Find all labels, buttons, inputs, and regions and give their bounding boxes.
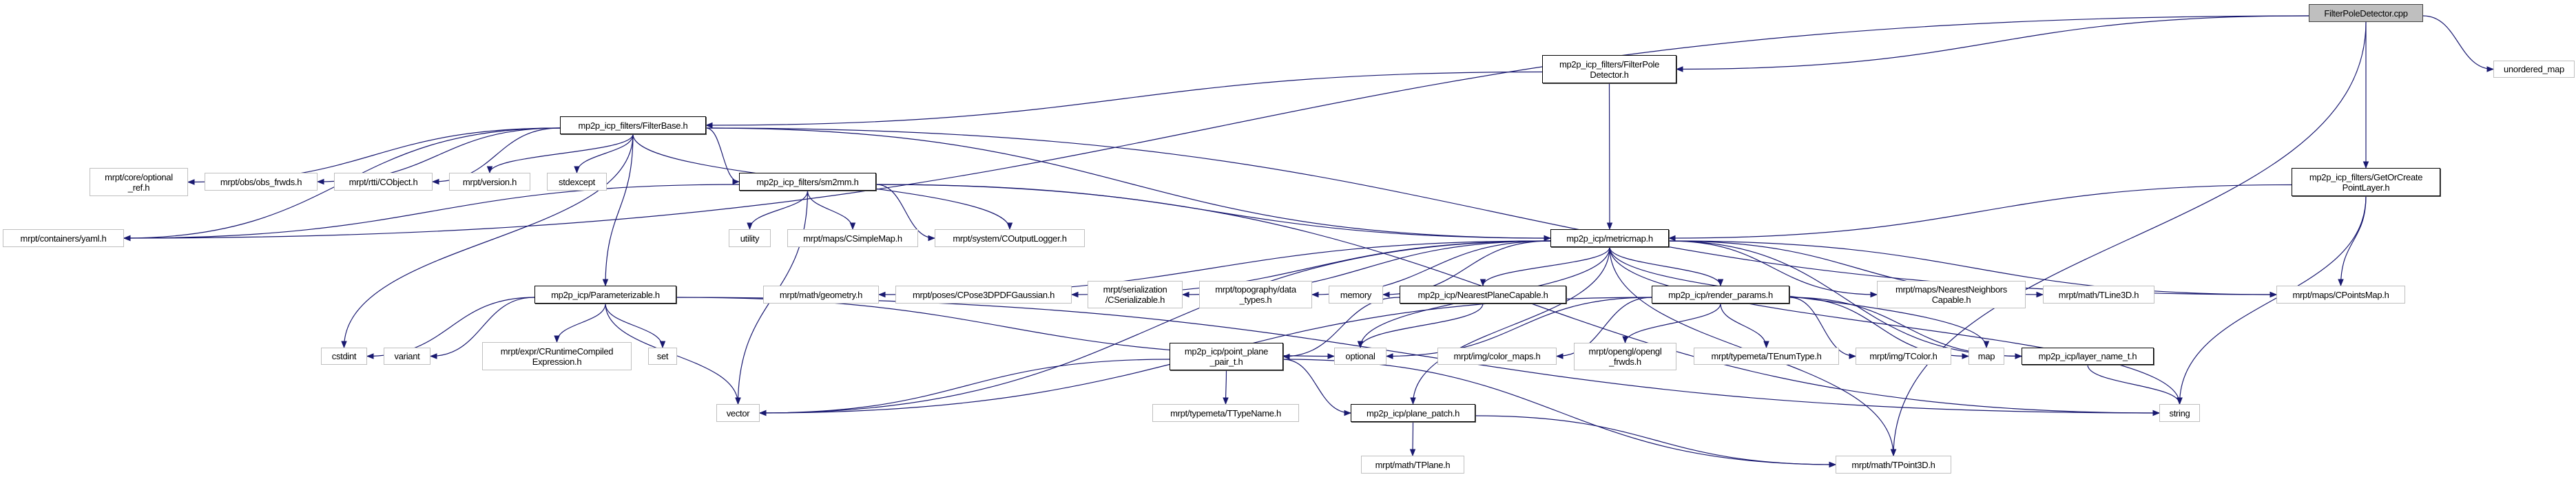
edge-parameterizable-to-cruntime [554,303,606,343]
edge-getorcreate-to-cpointsmap [2338,195,2367,287]
edge-renderparams-to-optional [1385,297,1652,359]
node-utility[interactable]: utility [729,229,771,247]
edge-filterbase-to-version [486,134,634,174]
node-tline3d[interactable]: mrpt/math/TLine3D.h [2043,286,2154,304]
edge-parameterizable-to-set [605,303,666,349]
edge-metricmap-to-nncapable [1668,240,1878,298]
node-tplane[interactable]: mrpt/math/TPlane.h [1361,456,1464,474]
edge-getorcreate-to-metricmap [1668,184,2292,242]
edge-filterbase-to-cstdint [341,134,634,349]
node-cserializable[interactable]: mrpt/serialization /CSerializable.h [1088,281,1183,308]
node-tenumtype[interactable]: mrpt/typemeta/TEnumType.h [1694,348,1839,365]
node-vector[interactable]: vector [716,404,760,422]
edge-pointplane-to-ttypename [1223,370,1229,405]
node-nearestplane[interactable]: mp2p_icp/NearestPlaneCapable.h [1400,286,1566,304]
node-cruntime[interactable]: mrpt/expr/CRuntimeCompiled Expression.h [482,342,632,370]
node-renderparams[interactable]: mp2p_icp/render_params.h [1652,286,1789,304]
edge-metricmap-to-renderparams [1609,246,1724,287]
node-cpointsmap[interactable]: mrpt/maps/CPointsMap.h [2276,286,2405,304]
edge-metricmap-to-vector [758,240,1551,416]
edge-filterbase-to-sm2mm [705,127,740,185]
node-optional-ref[interactable]: mrpt/core/optional _ref.h [90,168,188,196]
edge-sm2mm-to-utility [747,190,809,231]
edge-root-to-tpoint3d [1890,21,2367,457]
node-parameterizable[interactable]: mp2p_icp/Parameterizable.h [534,286,676,304]
node-datatypes[interactable]: mrpt/topography/data _types.h [1199,281,1312,308]
node-fpd-h[interactable]: mp2p_icp_filters/FilterPole Detector.h [1542,55,1676,83]
edge-planepatch-to-tpoint3d [1475,415,1837,468]
node-string[interactable]: string [2159,404,2200,422]
node-geometry[interactable]: mrpt/math/geometry.h [763,286,879,304]
node-optional[interactable]: optional [1334,348,1386,365]
node-cobject[interactable]: mrpt/rtti/CObject.h [334,173,433,191]
edge-sm2mm-to-coutputlogger [875,184,936,242]
node-map[interactable]: map [1969,348,2004,365]
edge-renderparams-to-tenumtype [1720,303,1769,349]
edge-pointplane-to-planepatch [1282,359,1352,416]
edge-filterbase-to-metricmap [705,127,1552,242]
node-metricmap[interactable]: mp2p_icp/metricmap.h [1550,229,1669,247]
node-colormaps[interactable]: mrpt/img/color_maps.h [1437,348,1557,365]
node-sm2mm[interactable]: mp2p_icp_filters/sm2mm.h [739,173,876,191]
edge-filterbase-to-parameterizable [602,134,634,287]
edge-metricmap-to-nearestplane [1479,246,1610,287]
node-layername[interactable]: mp2p_icp/layer_name_t.h [2022,348,2154,365]
node-stdexcept[interactable]: stdexcept [547,173,607,191]
edge-renderparams-to-tcolor [1789,297,1857,359]
node-coutputlogger[interactable]: mrpt/system/COutputLogger.h [935,229,1085,247]
edge-sm2mm-to-csimplemap [807,190,856,231]
node-set[interactable]: set [648,348,677,365]
edge-nearestplane-to-optional [1357,303,1484,349]
node-version[interactable]: mrpt/version.h [449,173,530,191]
edge-renderparams-to-colormaps [1555,297,1652,359]
node-cpose[interactable]: mrpt/poses/CPose3DPDFGaussian.h [895,286,1072,304]
edge-root-to-yaml [123,15,2309,242]
node-nncapable[interactable]: mrpt/maps/NearestNeighbors Capable.h [1877,281,2026,308]
edge-getorcreate-to-string [2177,195,2367,405]
edge-filterbase-to-cpointsmap [705,127,2278,298]
edge-metricmap-to-planepatch [1410,246,1610,405]
edge-metricmap-to-layername [1668,240,2023,359]
edge-metricmap-to-string [1609,246,2183,405]
node-unordered-map[interactable]: unordered_map [2493,61,2575,78]
node-filterbase[interactable]: mp2p_icp_filters/FilterBase.h [560,116,706,134]
edge-pointplane-to-vector [758,359,1170,416]
edge-parameterizable-to-variant [429,297,535,359]
node-openglfrwds[interactable]: mrpt/opengl/opengl _frwds.h [1574,343,1676,370]
edge-layername-to-string [2087,364,2183,405]
node-cstdint[interactable]: cstdint [321,348,367,365]
node-tcolor[interactable]: mrpt/img/TColor.h [1856,348,1951,365]
node-obs-frwds[interactable]: mrpt/obs/obs_frwds.h [205,173,318,191]
edge-renderparams-to-openglfrwds [1622,303,1721,344]
node-memory[interactable]: memory [1329,286,1383,304]
node-variant[interactable]: variant [384,348,430,365]
edge-root-to-unordered_map [2422,15,2495,72]
edge-sm2mm-to-yaml [123,184,740,242]
edge-root-to-fpd_h [1675,15,2309,72]
node-pointplane[interactable]: mp2p_icp/point_plane _pair_t.h [1170,343,1283,370]
edge-fpd_h-to-filterbase [705,71,1543,129]
node-tpoint3d[interactable]: mrpt/math/TPoint3D.h [1836,456,1951,474]
edge-metricmap-to-cpointsmap [1668,240,2278,298]
edge-filterbase-to-stdexcept [574,134,634,174]
node-ttypename[interactable]: mrpt/typemeta/TTypeName.h [1152,404,1299,422]
node-getorcreate[interactable]: mp2p_icp_filters/GetOrCreate PointLayer.… [2292,168,2440,196]
node-root[interactable]: FilterPoleDetector.cpp [2309,4,2423,22]
edge-pointplane-to-tpoint3d [1282,359,1837,468]
node-csimplemap[interactable]: mrpt/maps/CSimpleMap.h [787,229,918,247]
node-planepatch[interactable]: mp2p_icp/plane_patch.h [1351,404,1475,422]
node-yaml[interactable]: mrpt/containers/yaml.h [3,229,124,247]
